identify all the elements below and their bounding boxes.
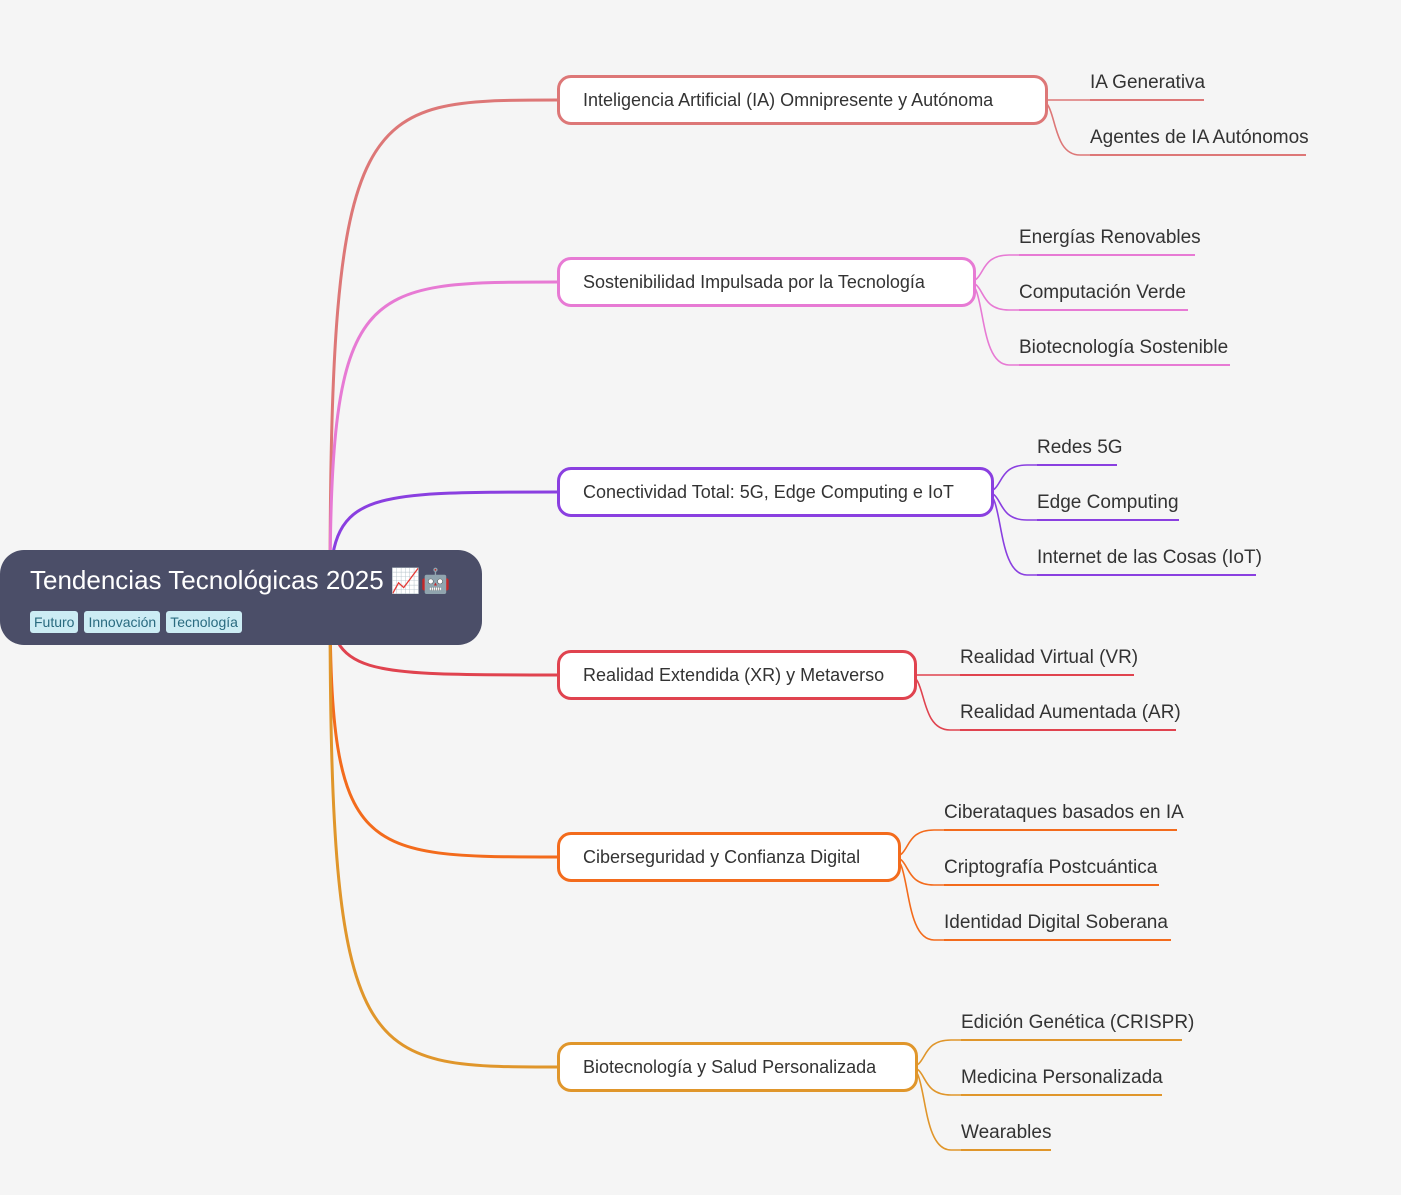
branch-node-ciberseguridad[interactable]: Ciberseguridad y Confianza Digital — [557, 832, 901, 882]
tag-innovacion[interactable]: Innovación — [84, 611, 161, 633]
branch-node-sostenibilidad[interactable]: Sostenibilidad Impulsada por la Tecnolog… — [557, 257, 976, 307]
leaf-ciberataques-ia[interactable]: Ciberataques basados en IA — [944, 801, 1184, 831]
root-node[interactable]: Tendencias Tecnológicas 2025 📈🤖 Futuro I… — [0, 550, 482, 645]
connector-root-to-branch-1 — [328, 280, 559, 599]
branch-node-conectividad[interactable]: Conectividad Total: 5G, Edge Computing e… — [557, 467, 994, 517]
leaf-edge-computing[interactable]: Edge Computing — [1037, 491, 1179, 521]
root-title-row: Tendencias Tecnológicas 2025 📈🤖 — [30, 564, 482, 597]
root-title: Tendencias Tecnológicas 2025 — [30, 565, 384, 595]
leaf-edicion-genetica[interactable]: Edición Genética (CRISPR) — [961, 1011, 1194, 1041]
tag-futuro[interactable]: Futuro — [30, 611, 79, 633]
branch-node-ia[interactable]: Inteligencia Artificial (IA) Omnipresent… — [557, 75, 1048, 125]
leaf-criptografia-postcuantica[interactable]: Criptografía Postcuántica — [944, 856, 1159, 886]
leaf-energias-renovables[interactable]: Energías Renovables — [1019, 226, 1201, 256]
leaf-computacion-verde[interactable]: Computación Verde — [1019, 281, 1188, 311]
leaf-biotecnologia-sostenible[interactable]: Biotecnología Sostenible — [1019, 336, 1230, 366]
leaf-ia-generativa[interactable]: IA Generativa — [1090, 71, 1205, 101]
connector-root-to-branch-5 — [328, 595, 559, 1069]
leaf-identidad-digital-soberana[interactable]: Identidad Digital Soberana — [944, 911, 1171, 941]
branch-node-biotecnologia-salud[interactable]: Biotecnología y Salud Personalizada — [557, 1042, 918, 1092]
leaf-realidad-aumentada[interactable]: Realidad Aumentada (AR) — [960, 701, 1181, 731]
leaf-realidad-virtual[interactable]: Realidad Virtual (VR) — [960, 646, 1138, 676]
root-emoji-icons: 📈🤖 — [390, 567, 451, 595]
connector-root-to-branch-4 — [328, 595, 559, 859]
leaf-redes-5g[interactable]: Redes 5G — [1037, 436, 1123, 466]
tag-tecnologia[interactable]: Tecnología — [166, 611, 242, 633]
connector-root-to-branch-0 — [328, 98, 559, 599]
leaf-agentes-ia-autonomos[interactable]: Agentes de IA Autónomos — [1090, 126, 1309, 156]
leaf-medicina-personalizada[interactable]: Medicina Personalizada — [961, 1066, 1163, 1096]
root-tags: Futuro Innovación Tecnología — [30, 611, 482, 633]
branch-node-realidad-extendida[interactable]: Realidad Extendida (XR) y Metaverso — [557, 650, 917, 700]
leaf-wearables[interactable]: Wearables — [961, 1121, 1051, 1151]
leaf-internet-de-las-cosas[interactable]: Internet de las Cosas (IoT) — [1037, 546, 1262, 576]
